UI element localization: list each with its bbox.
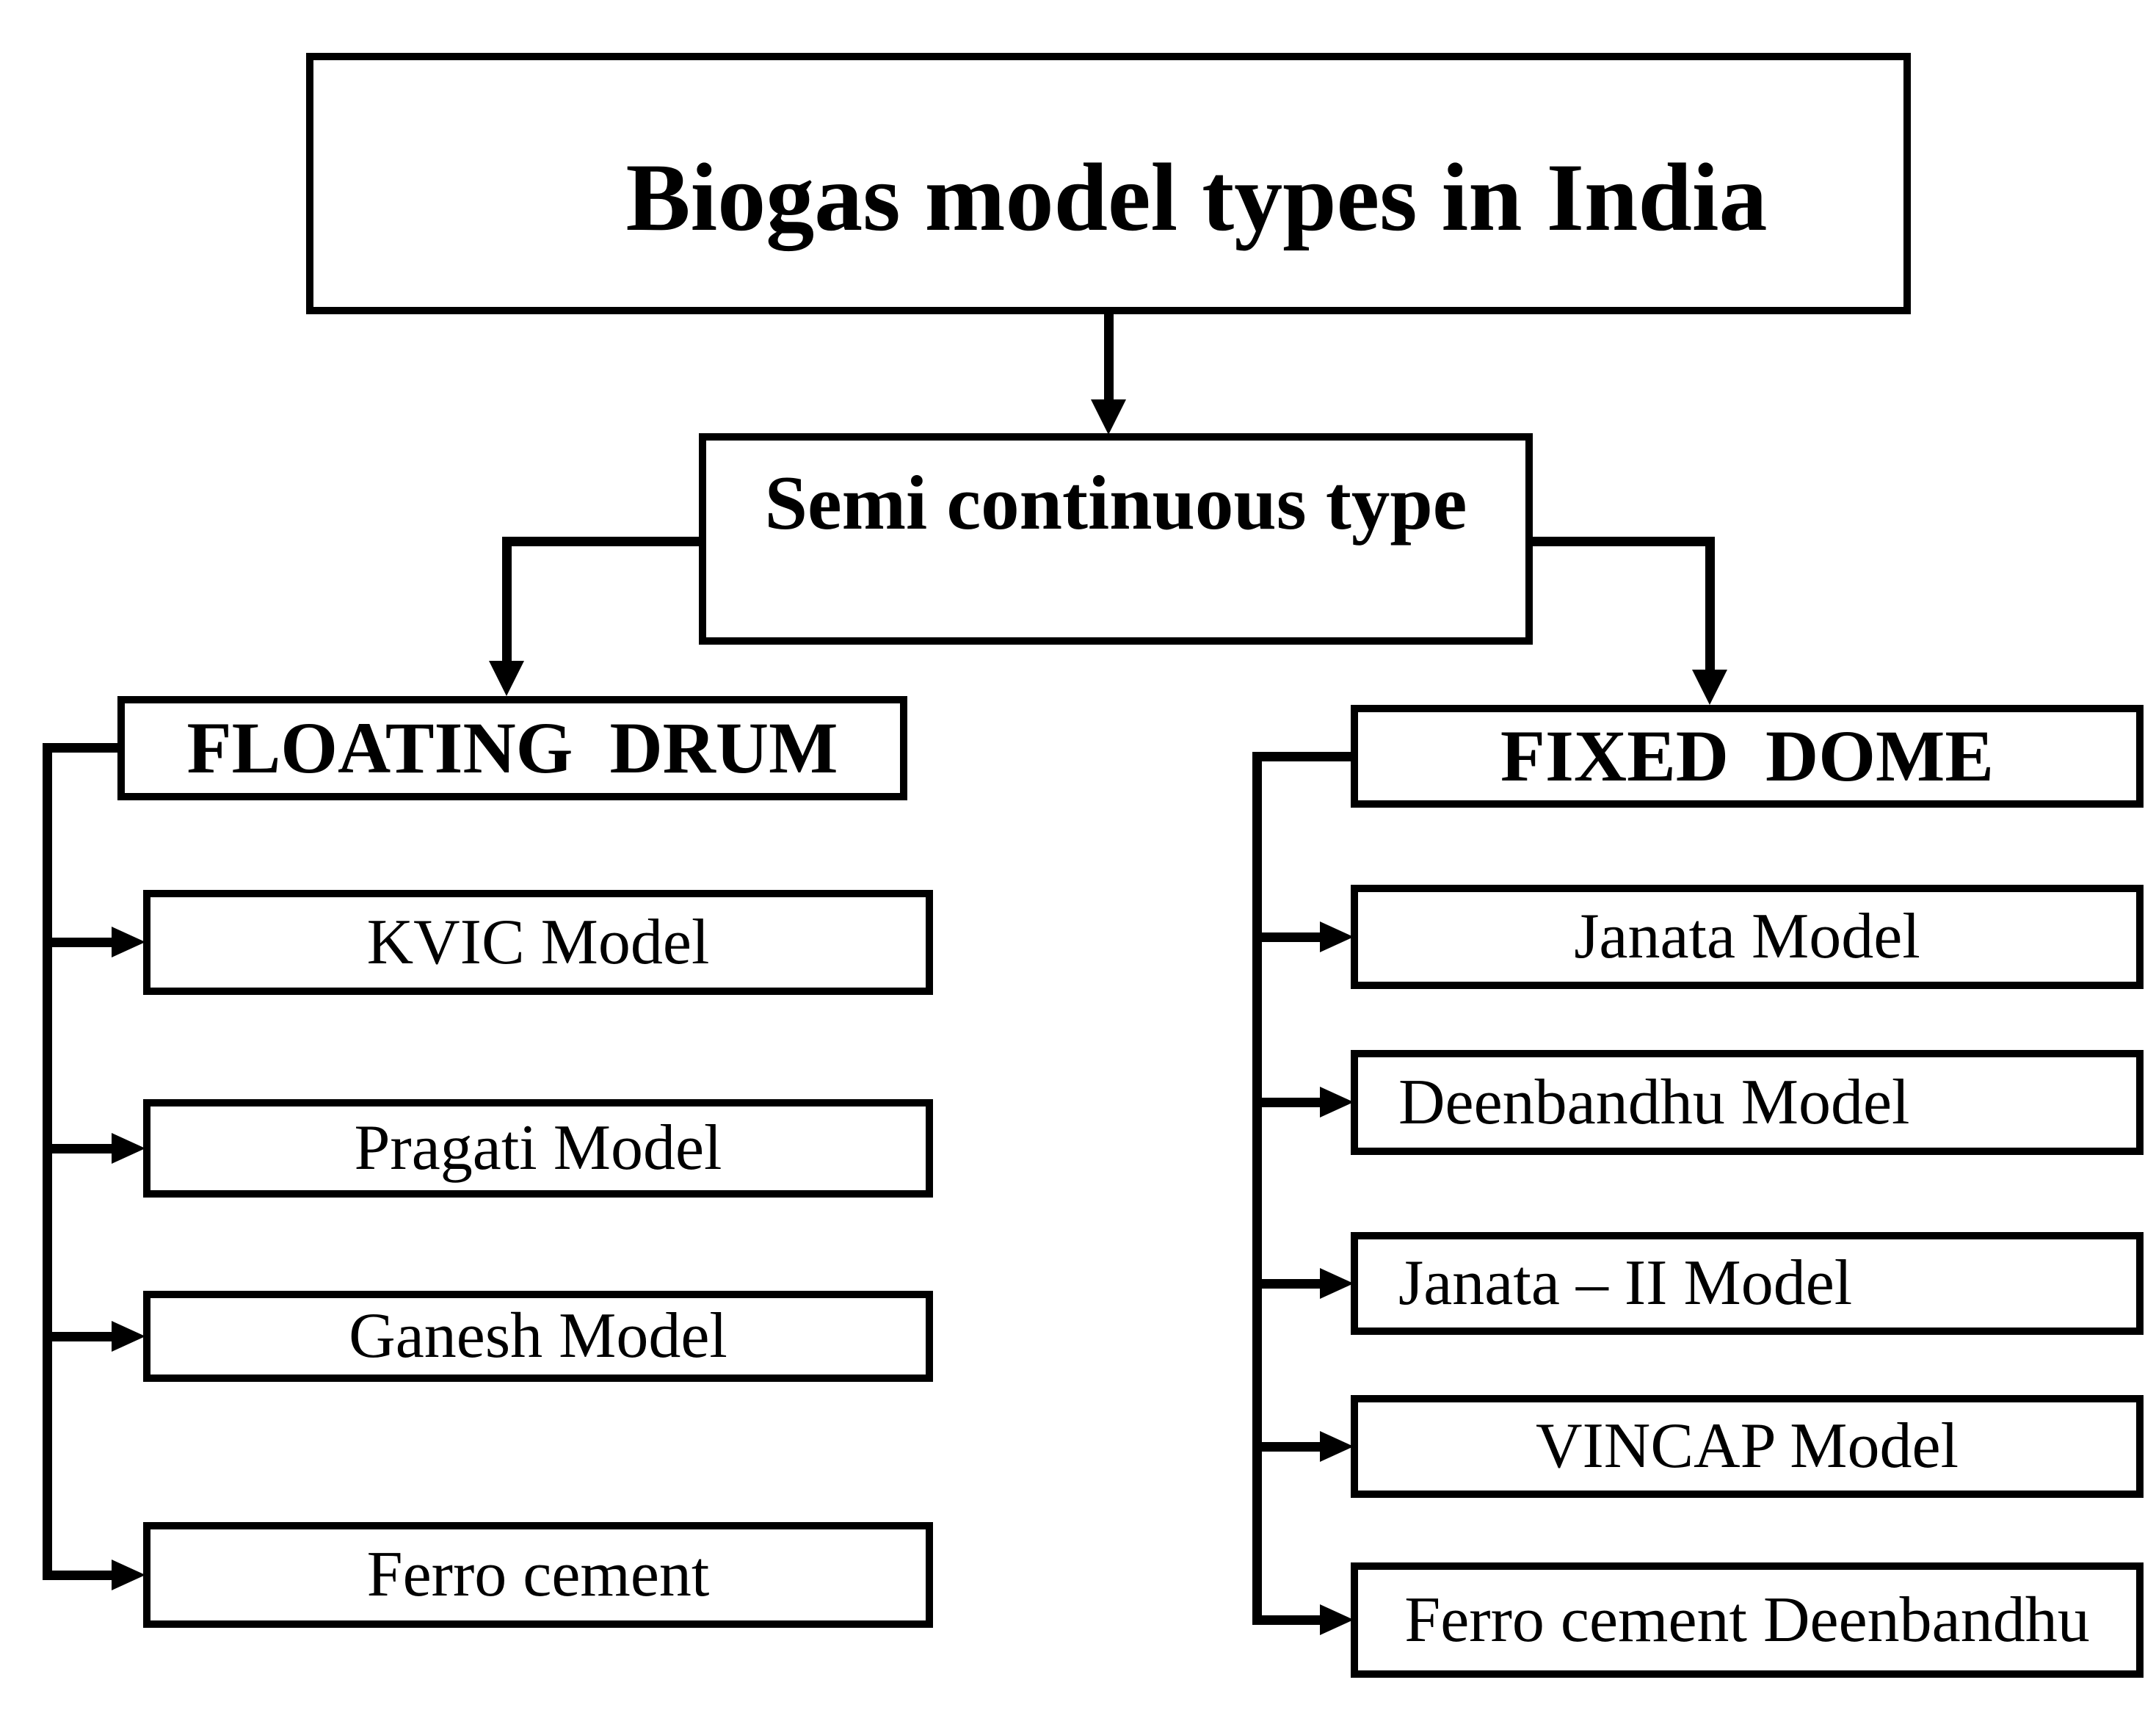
node-kvic-model: KVIC Model [143, 890, 933, 995]
right-trunk-vertical [1252, 752, 1262, 1624]
arrowhead-ferro-cement [112, 1560, 145, 1590]
connector-ferro-cement-deenbandhu [1252, 1615, 1320, 1625]
ganesh-model-text: Ganesh Model [349, 1300, 727, 1372]
connector-deenbandhu [1252, 1098, 1320, 1107]
connector-ganesh [43, 1332, 112, 1341]
pragati-model-text: Pragati Model [354, 1112, 722, 1184]
fixed-dome-text: FIXED DOME [1500, 715, 1995, 797]
connector-janata-2 [1252, 1279, 1320, 1289]
arrowhead-ferro-cement-deenbandhu [1320, 1604, 1354, 1635]
root-text: Semi continuous type [764, 460, 1467, 546]
connector-root-to-fixed-vertical [1705, 537, 1715, 670]
kvic-model-text: KVIC Model [366, 906, 710, 978]
node-floating-drum-header: FLOATING DRUM [117, 696, 907, 800]
left-trunk-vertical [43, 743, 52, 1579]
arrowhead-janata [1320, 921, 1354, 952]
connector-kvic [43, 938, 112, 947]
arrowhead-vincap [1320, 1431, 1354, 1462]
connector-janata [1252, 932, 1320, 942]
node-ganesh-model: Ganesh Model [143, 1291, 933, 1382]
arrowhead-fixed-dome [1692, 670, 1727, 705]
node-title: Biogas model types in India [306, 53, 1911, 314]
arrowhead-pragati [112, 1133, 145, 1164]
arrowhead-floating-drum [489, 661, 524, 696]
arrowhead-title-to-root [1091, 399, 1126, 435]
node-deenbandhu-model: Deenbandhu Model [1351, 1050, 2144, 1155]
arrowhead-kvic [112, 927, 145, 957]
ferro-cement-deenbandhu-text: Ferro cement Deenbandhu [1404, 1584, 2090, 1656]
connector-root-to-floating-vertical [502, 537, 512, 661]
left-trunk-stub [43, 743, 117, 753]
node-fixed-dome-header: FIXED DOME [1351, 705, 2144, 808]
vincap-model-text: VINCAP Model [1535, 1410, 1959, 1482]
connector-title-to-root [1104, 314, 1114, 399]
arrowhead-deenbandhu [1320, 1087, 1354, 1118]
node-ferro-cement-deenbandhu: Ferro cement Deenbandhu [1351, 1562, 2144, 1678]
deenbandhu-model-text: Deenbandhu Model [1398, 1066, 1910, 1138]
node-janata-ii-model: Janata – II Model [1351, 1232, 2144, 1335]
janata-ii-model-text: Janata – II Model [1398, 1247, 1853, 1319]
node-ferro-cement: Ferro cement [143, 1522, 933, 1628]
node-semi-continuous-type: Semi continuous type [699, 433, 1533, 645]
connector-root-to-floating-horizontal [502, 537, 699, 546]
right-trunk-stub [1252, 752, 1351, 761]
node-pragati-model: Pragati Model [143, 1099, 933, 1198]
arrowhead-ganesh [112, 1321, 145, 1352]
connector-root-to-fixed-horizontal [1533, 537, 1715, 546]
title-text: Biogas model types in India [625, 143, 1768, 251]
connector-ferro-cement [43, 1571, 112, 1580]
connector-pragati [43, 1144, 112, 1153]
node-vincap-model: VINCAP Model [1351, 1395, 2144, 1498]
node-janata-model: Janata Model [1351, 885, 2144, 989]
arrowhead-janata-2 [1320, 1268, 1354, 1299]
connector-vincap [1252, 1442, 1320, 1452]
ferro-cement-text: Ferro cement [366, 1539, 710, 1610]
floating-drum-text: FLOATING DRUM [186, 707, 838, 789]
janata-model-text: Janata Model [1574, 901, 1920, 972]
